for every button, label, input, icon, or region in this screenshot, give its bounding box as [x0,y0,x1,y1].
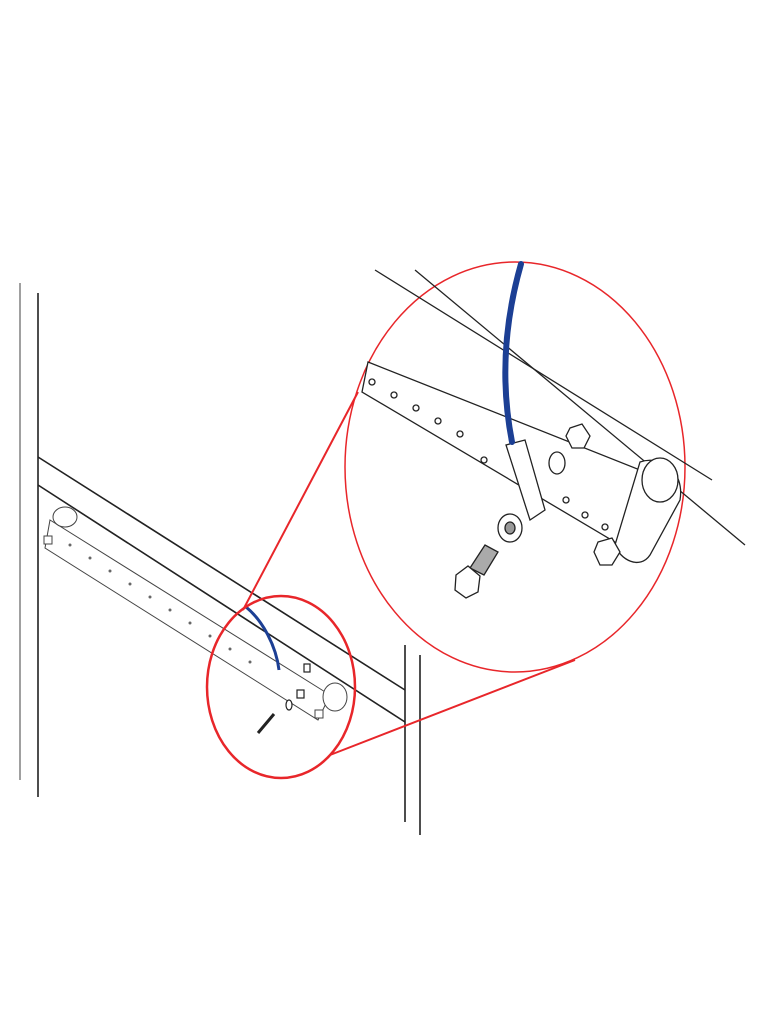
detail-end-cap-face [641,457,679,503]
pdu-end-cap-left [52,506,78,528]
detail-washer-1 [548,451,566,475]
hardware-small [256,663,311,734]
rail-top-edge [37,456,406,691]
detail-rail-bottom [414,269,746,546]
detail-nut-1 [565,423,591,449]
washer-small [285,699,293,711]
pdu-bar-small [43,506,348,721]
bolt-small [256,713,276,734]
ground-cable-small [245,605,281,671]
rail-bottom-edge [37,484,406,723]
callout-small-circle [205,594,357,780]
detail-pdu-body [361,361,641,546]
cabinet-frame [19,283,421,835]
detail-view [361,269,746,599]
pdu-end-cap-right [322,682,348,712]
callout-large-circle [344,261,686,673]
detail-bolt [454,544,499,599]
detail-rail-top [374,269,713,481]
nut-small-2 [303,663,311,673]
pdu-left-nut [43,535,53,545]
detail-washer-hole [504,521,516,535]
pdu-right-nut [314,709,324,719]
detail-right-nut [593,537,621,566]
bolt-head [454,565,481,599]
pdu-body [44,519,331,721]
ground-cable-detail [502,261,524,445]
callout-line-top [242,391,359,611]
pdu-holes [68,543,252,664]
detail-pdu-holes [368,378,609,531]
nut-small [296,689,305,699]
bolt-shaft [469,544,499,576]
callout-line-bottom [329,659,576,756]
magnifier-callout [205,261,686,780]
detail-ground-lug [505,439,546,522]
